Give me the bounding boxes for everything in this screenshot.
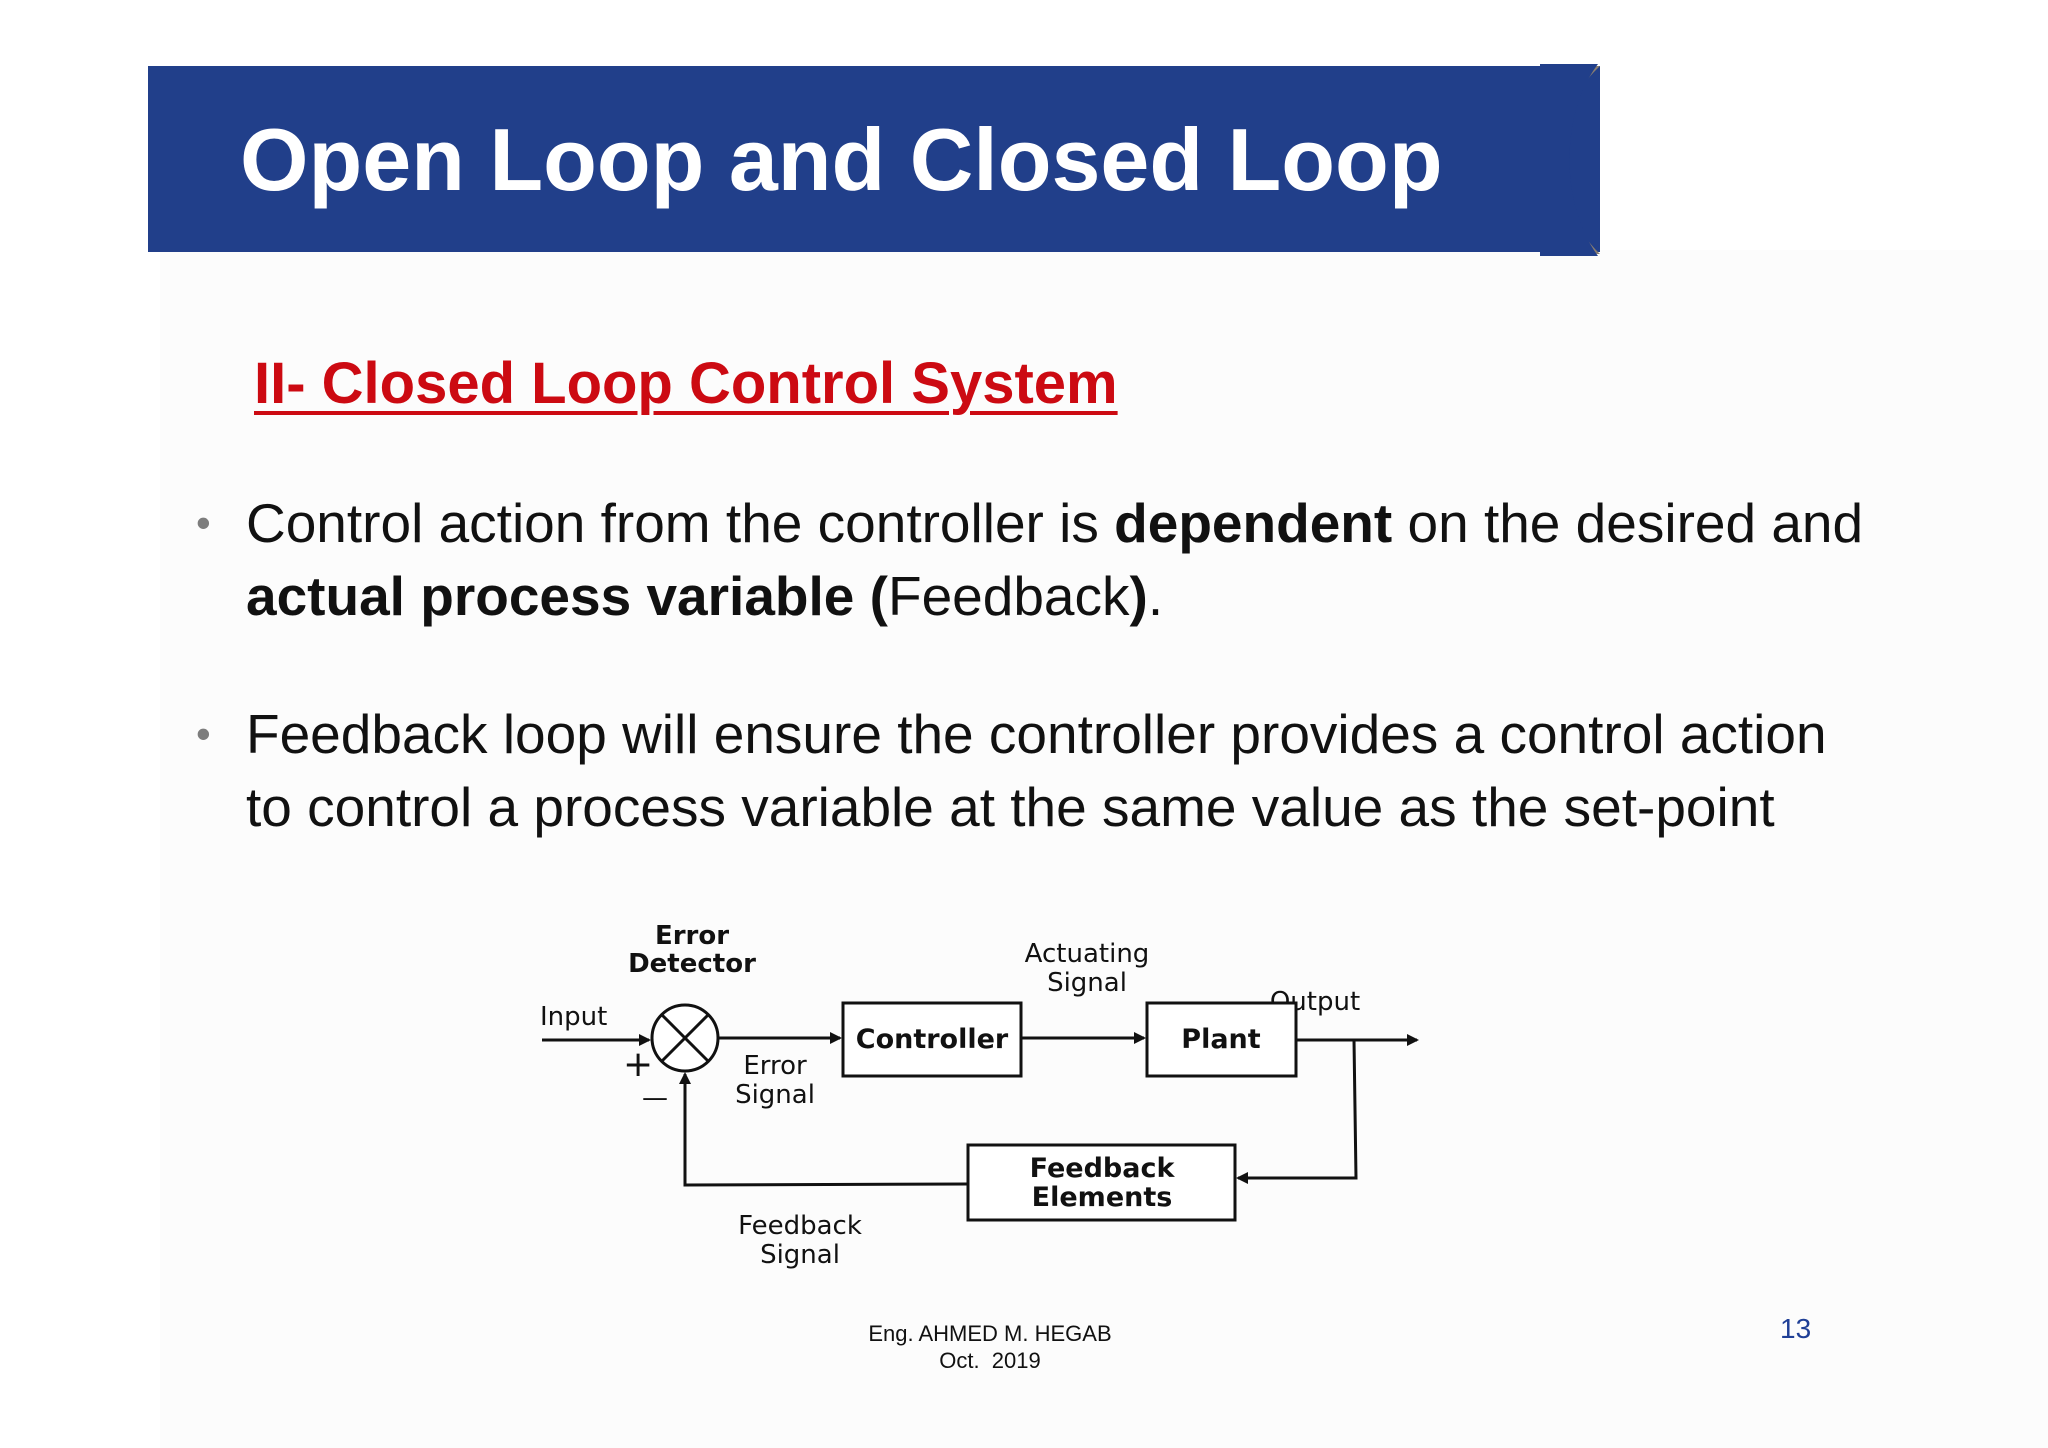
plant-label: Plant [1181, 1024, 1260, 1055]
feedback-signal-label: Feedback [738, 1211, 862, 1241]
bullet-paragraph-2: Feedback loop will ensure the controller… [246, 703, 1827, 838]
actuating-signal-label: Actuating [1025, 939, 1150, 969]
minus-sign: — [642, 1083, 668, 1113]
title-swoosh-decoration [1540, 64, 1600, 256]
error-signal-label: Signal [735, 1080, 815, 1110]
feedback-elements-block: Feedback Elements [966, 1143, 1237, 1222]
output-to-feedback-arrow [1236, 1039, 1358, 1184]
feedback-signal-label: Signal [760, 1240, 840, 1270]
section-heading: II- Closed Loop Control System [254, 351, 1118, 416]
controller-label: Controller [856, 1024, 1009, 1055]
feedback-elements-label: Feedback [1030, 1153, 1176, 1184]
controller-block: Controller [841, 1001, 1023, 1078]
bullet-marker: • [196, 499, 211, 546]
input-label: Input [540, 1002, 607, 1032]
feedback-elements-label: Elements [1032, 1182, 1173, 1213]
error-signal-label: Error [743, 1051, 807, 1081]
bullet-paragraph-1: Control action from the controller is de… [246, 492, 1864, 627]
footer-author: Eng. AHMED M. HEGAB [868, 1321, 1112, 1346]
plant-block: Plant [1145, 1001, 1298, 1078]
slide-background [160, 250, 2048, 1448]
footer-date: Oct. 2019 [939, 1348, 1041, 1373]
footer-author-date: Eng. AHMED M. HEGAB Oct. 2019 [760, 1320, 1220, 1374]
title-bar [148, 66, 1600, 252]
error-detector-label: Detector [628, 949, 756, 979]
bullet-marker: • [196, 710, 211, 757]
actuating-signal-label: Signal [1047, 968, 1127, 998]
feedback-signal-arrow [679, 1072, 969, 1187]
slide-title: Open Loop and Closed Loop [240, 110, 1443, 209]
error-detector-summing-junction [650, 1003, 720, 1073]
error-detector-label: Error [655, 921, 729, 951]
closed-loop-block-diagram: Error Detector Input + — Error Signal Ac… [540, 921, 1419, 1270]
plus-sign: + [623, 1044, 653, 1085]
page-number: 13 [1780, 1313, 1812, 1344]
